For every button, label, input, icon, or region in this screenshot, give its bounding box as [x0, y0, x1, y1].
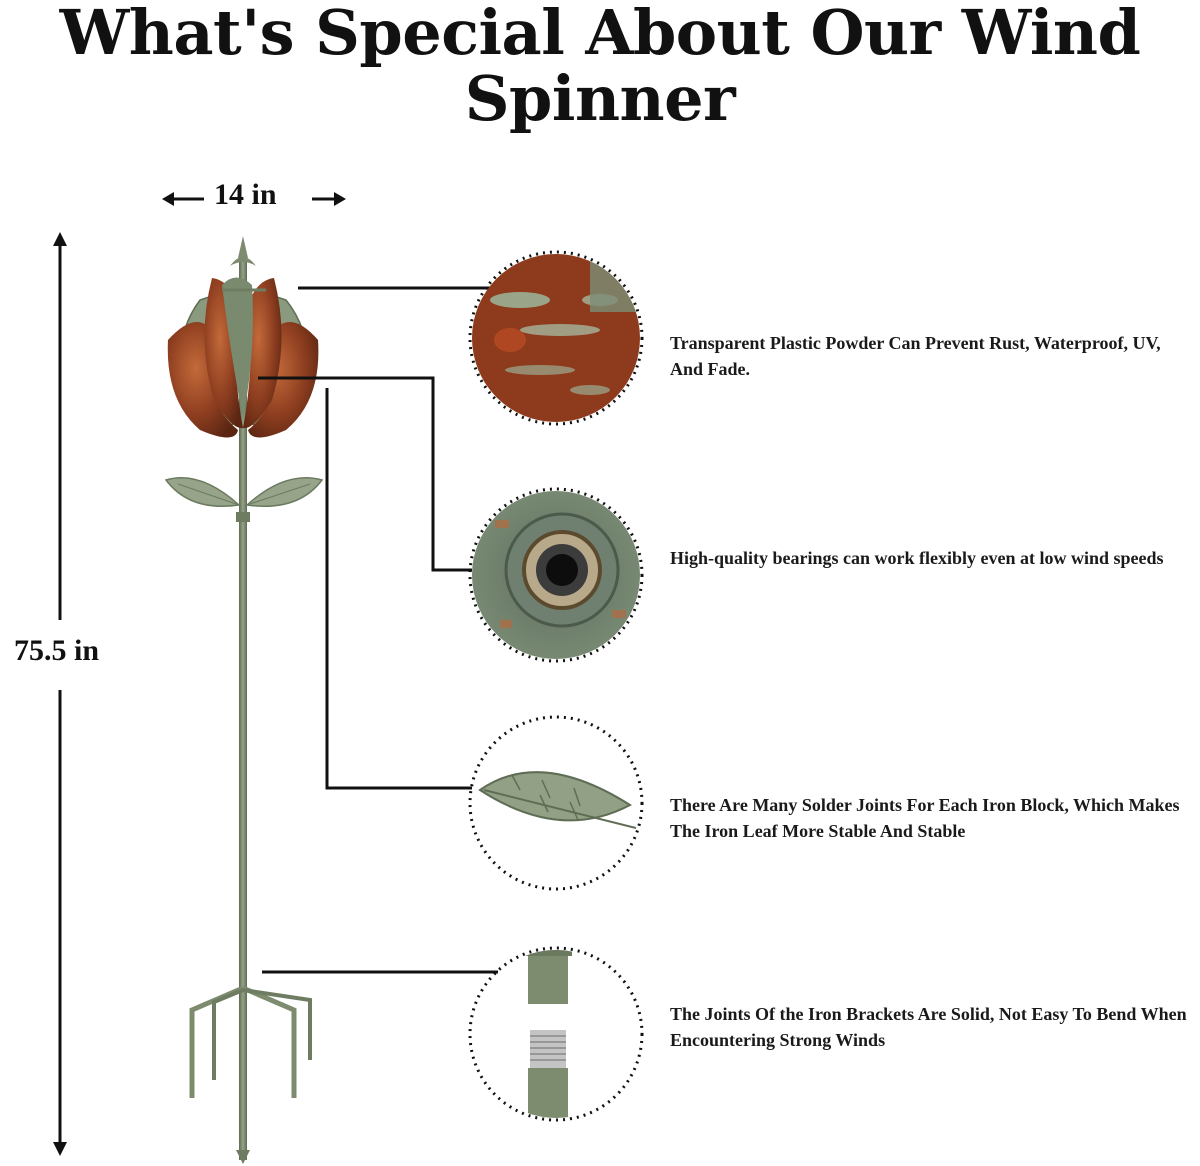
- height-arrow-icon: [53, 232, 67, 1156]
- spinner-product-icon: [164, 236, 324, 1164]
- rust-proof-coating-callout: [468, 250, 644, 426]
- feature-bracket-joints-text: The Joints Of the Iron Brackets Are Soli…: [670, 1004, 1187, 1050]
- height-dimension-label: 75.5 in: [14, 634, 100, 667]
- width-arrow-icon: [162, 192, 346, 206]
- callout-connector-lines: [258, 286, 498, 974]
- bracket-joint-callout: [468, 946, 644, 1122]
- bearing-callout: [468, 487, 644, 663]
- page-title: What's Special About Our Wind Spinner: [59, 0, 1141, 135]
- width-dimension-label: 14 in: [214, 178, 277, 211]
- feature-bearings-text: High-quality bearings can work flexibly …: [670, 548, 1164, 568]
- feature-solder-joints-text: There Are Many Solder Joints For Each Ir…: [670, 795, 1180, 841]
- feature-rust-proof-text: Transparent Plastic Powder Can Prevent R…: [670, 333, 1161, 379]
- iron-leaf-callout: [468, 715, 644, 891]
